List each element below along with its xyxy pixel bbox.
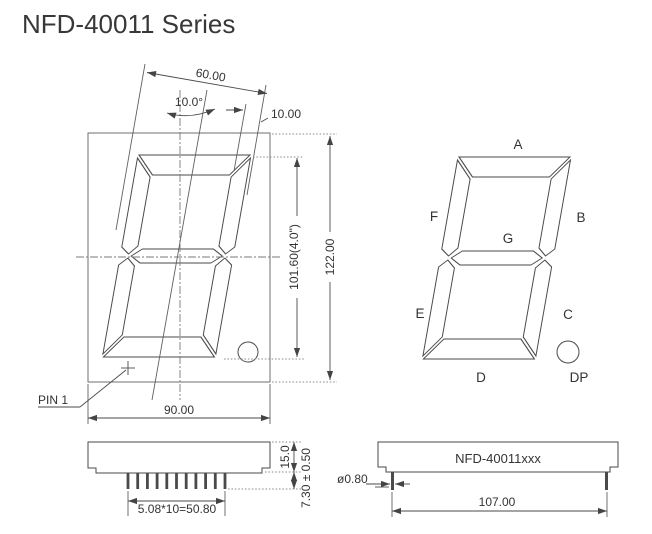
segment-d-shape — [102, 336, 216, 358]
part-number: NFD-40011xxx — [455, 451, 541, 466]
bottom-view: NFD-40011xxx ø0.80 107.00 — [337, 441, 619, 517]
bottom-body-outline — [377, 441, 619, 473]
dim-pin-diameter: ø0.80 — [337, 472, 368, 486]
side-body-outline — [87, 441, 271, 474]
dim-pin-pitch: 5.08*10=50.80 — [138, 502, 217, 516]
segment-b-shape — [538, 158, 572, 257]
segment-label-a: A — [513, 137, 522, 152]
dim-slant-angle: 10.0° — [175, 95, 203, 109]
pin1-label: PIN 1 — [38, 393, 68, 407]
front-digit — [102, 154, 252, 358]
dim-package-width: 90.00 — [164, 403, 194, 417]
dim-line-digit-width — [146, 70, 268, 96]
front-view: 60.00 10.0° 10.00 101.60(4.0") 122.00 90… — [38, 63, 338, 424]
side-view: 5.08*10=50.80 15.0 7.30 ± 0.50 — [87, 441, 313, 516]
segment-label-d: D — [476, 370, 486, 385]
dim-body-thickness: 15.0 — [278, 445, 292, 469]
segment-c-shape — [202, 257, 233, 356]
corner-pin-right — [605, 472, 608, 490]
segment-f-shape — [441, 158, 471, 257]
segment-label-b: B — [576, 210, 585, 225]
extension-line-right — [246, 84, 267, 196]
segment-label-c: C — [563, 307, 573, 322]
dim-pin-length: 7.30 ± 0.50 — [299, 448, 313, 508]
segment-a-shape — [138, 154, 252, 176]
segment-label-g: G — [503, 231, 514, 246]
segment-a-shape — [458, 156, 572, 178]
segment-e-shape — [422, 259, 455, 358]
decimal-point-shape — [556, 340, 580, 364]
corner-pin-left — [391, 472, 394, 490]
segment-e-shape — [102, 257, 135, 356]
package-outline — [87, 132, 271, 383]
segment-g-shape — [450, 250, 544, 266]
segment-label-e: E — [415, 306, 424, 321]
segment-label-f: F — [430, 209, 438, 224]
pin-row — [126, 473, 227, 489]
dim-digit-height: 101.60(4.0") — [287, 224, 301, 290]
dim-pin-span: 107.00 — [479, 495, 516, 509]
dim-digit-width: 60.00 — [195, 66, 227, 85]
segment-d-shape — [422, 338, 536, 360]
segment-digit — [422, 156, 572, 360]
dim-text-mask — [285, 216, 302, 298]
segment-view: A F B G E C D DP — [415, 137, 588, 385]
dim-top-offset: 10.00 — [271, 107, 301, 121]
extension-line-inner — [233, 103, 247, 172]
segment-b-shape — [218, 156, 252, 255]
dim-text-mask — [322, 232, 338, 282]
dim-leader-top-offset — [260, 117, 269, 123]
extension-line-left — [115, 63, 146, 231]
decimal-point-shape — [237, 341, 259, 363]
segment-f-shape — [121, 156, 151, 255]
segment-c-shape — [522, 259, 553, 358]
dim-arc-slant-angle — [166, 108, 216, 119]
page-title: NFD-40011 Series — [22, 9, 235, 39]
pin1-leader — [79, 369, 127, 408]
dim-package-height: 122.00 — [323, 238, 337, 275]
segment-g-shape — [130, 248, 224, 264]
segment-label-dp: DP — [570, 370, 589, 385]
slant-axis-line — [151, 89, 208, 401]
